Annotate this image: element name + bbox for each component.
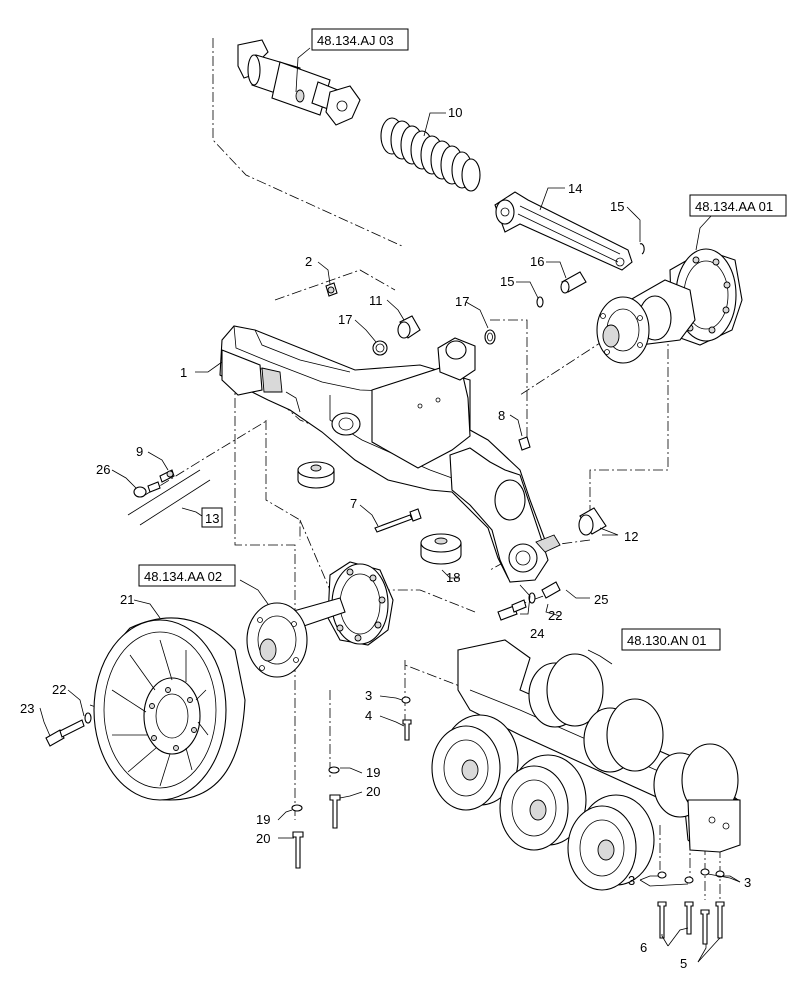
callout-22-lower: 22 bbox=[52, 682, 66, 697]
bogie-assembly[interactable] bbox=[431, 639, 741, 891]
hub-assembly-left[interactable] bbox=[246, 561, 394, 678]
bolt-7[interactable] bbox=[374, 508, 422, 533]
ref-label-bogie-assembly: 48.130.AN 01 bbox=[627, 633, 707, 648]
callout-22-upper: 22 bbox=[548, 608, 562, 623]
bushing-11[interactable] bbox=[397, 315, 421, 339]
callouts: 1 2 3 3 3 4 5 6 7 8 9 10 11 12 14 15 15 … bbox=[20, 105, 751, 971]
rubber-pad-left[interactable] bbox=[297, 461, 335, 489]
callout-3-right: 3 bbox=[744, 875, 751, 890]
ref-label-kit: 13 bbox=[205, 511, 219, 526]
pin-25[interactable] bbox=[541, 581, 561, 599]
bushing-12[interactable] bbox=[578, 507, 607, 536]
snap-ring-lower[interactable] bbox=[536, 296, 544, 308]
callout-25: 25 bbox=[594, 592, 608, 607]
callout-20-left: 20 bbox=[256, 831, 270, 846]
spring-cylinder[interactable] bbox=[237, 39, 361, 126]
callout-20-right: 20 bbox=[366, 784, 380, 799]
bolt-4[interactable] bbox=[401, 696, 412, 741]
hub-assembly-right[interactable] bbox=[596, 248, 743, 364]
bolt-20-left[interactable] bbox=[291, 804, 304, 869]
callout-18: 18 bbox=[446, 570, 460, 585]
ref-box-hub-left[interactable]: 48.134.AA 02 bbox=[138, 564, 236, 587]
nut-26[interactable] bbox=[133, 481, 161, 498]
callout-17-left: 17 bbox=[338, 312, 352, 327]
callout-3-left: 3 bbox=[628, 873, 635, 888]
bolt-20-right[interactable] bbox=[328, 766, 341, 829]
leader-lines bbox=[39, 47, 741, 963]
kit-bracket bbox=[127, 469, 211, 526]
callout-3-upper: 3 bbox=[365, 688, 372, 703]
washer-22-lower[interactable] bbox=[84, 712, 92, 724]
callout-26: 26 bbox=[96, 462, 110, 477]
bolt-24[interactable] bbox=[497, 599, 527, 621]
grease-fitting-2[interactable] bbox=[325, 282, 338, 297]
callout-6: 6 bbox=[640, 940, 647, 955]
callout-8: 8 bbox=[498, 408, 505, 423]
wheel-21[interactable] bbox=[93, 617, 246, 801]
callout-9: 9 bbox=[136, 444, 143, 459]
ref-label-hub-left: 48.134.AA 02 bbox=[144, 569, 222, 584]
callout-7: 7 bbox=[350, 496, 357, 511]
callout-5: 5 bbox=[680, 956, 687, 971]
callout-15-lower: 15 bbox=[500, 274, 514, 289]
callout-12: 12 bbox=[624, 529, 638, 544]
callout-14: 14 bbox=[568, 181, 582, 196]
callout-4: 4 bbox=[365, 708, 372, 723]
callout-1: 1 bbox=[180, 365, 187, 380]
rubber-pad-18[interactable] bbox=[420, 533, 462, 565]
callout-23: 23 bbox=[20, 701, 34, 716]
bolt-23[interactable] bbox=[45, 719, 85, 747]
snap-ring-17-right[interactable] bbox=[484, 329, 496, 345]
bolts-bottom[interactable] bbox=[657, 868, 725, 945]
callout-10: 10 bbox=[448, 105, 462, 120]
callout-11: 11 bbox=[369, 293, 383, 308]
callout-16: 16 bbox=[530, 254, 544, 269]
ref-box-hub-right[interactable]: 48.134.AA 01 bbox=[689, 194, 787, 217]
bolt-9[interactable] bbox=[159, 469, 175, 483]
ref-label-spring-assembly: 48.134.AJ 03 bbox=[317, 33, 394, 48]
callout-19-left: 19 bbox=[256, 812, 270, 827]
callout-2: 2 bbox=[305, 254, 312, 269]
callout-21: 21 bbox=[120, 592, 134, 607]
pin[interactable] bbox=[560, 271, 587, 294]
washer-22-upper[interactable] bbox=[528, 592, 536, 604]
callout-17-right: 17 bbox=[455, 294, 469, 309]
link-arm[interactable] bbox=[494, 191, 633, 271]
ref-box-bogie-assembly[interactable]: 48.130.AN 01 bbox=[621, 628, 721, 651]
snap-ring-17-left[interactable] bbox=[372, 340, 388, 356]
callout-15-upper: 15 bbox=[610, 199, 624, 214]
callout-19-right: 19 bbox=[366, 765, 380, 780]
ref-label-hub-right: 48.134.AA 01 bbox=[695, 199, 773, 214]
main-frame[interactable] bbox=[219, 325, 561, 583]
ref-box-spring-assembly[interactable]: 48.134.AJ 03 bbox=[311, 28, 409, 51]
snap-ring-upper[interactable] bbox=[639, 243, 645, 255]
callout-24: 24 bbox=[530, 626, 544, 641]
ref-box-kit[interactable]: 13 bbox=[201, 507, 223, 528]
coil-spring[interactable] bbox=[380, 117, 481, 192]
grease-fitting-8[interactable] bbox=[518, 436, 531, 451]
